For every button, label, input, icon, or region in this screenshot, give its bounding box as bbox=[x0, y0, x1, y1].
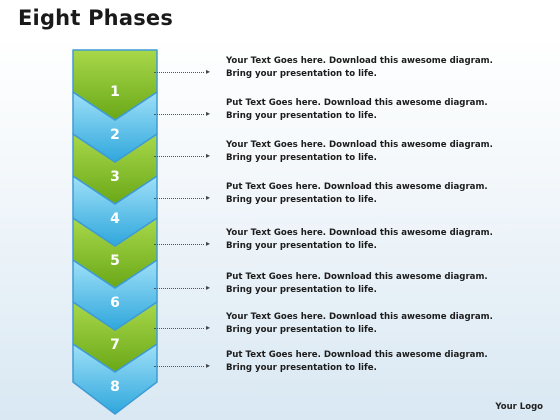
title-band bbox=[0, 0, 560, 42]
chevron-stack: 1 2 3 4 5 6 7 8 bbox=[72, 49, 158, 415]
phase-text-line: Put Text Goes here. Download this awesom… bbox=[226, 182, 488, 192]
connector-arrow-6: ▸ bbox=[154, 284, 210, 292]
phase-text-6: Put Text Goes here. Download this awesom… bbox=[226, 271, 546, 297]
phase-number-4: 4 bbox=[110, 211, 120, 227]
connector-arrow-4: ▸ bbox=[154, 194, 210, 202]
connector-arrow-3: ▸ bbox=[154, 152, 210, 160]
arrow-right-icon: ▸ bbox=[205, 67, 210, 76]
connector-arrow-2: ▸ bbox=[154, 110, 210, 118]
connector-arrow-8: ▸ bbox=[154, 362, 210, 370]
chevron-segment-1 bbox=[72, 49, 158, 121]
phase-text-line: Bring your presentation to life. bbox=[226, 241, 377, 251]
phase-number-6: 6 bbox=[110, 295, 120, 311]
phase-text-4: Put Text Goes here. Download this awesom… bbox=[226, 181, 546, 207]
phase-text-line: Bring your presentation to life. bbox=[226, 111, 377, 121]
phase-number-2: 2 bbox=[110, 127, 120, 143]
phase-number-5: 5 bbox=[110, 253, 120, 269]
arrow-right-icon: ▸ bbox=[205, 361, 210, 370]
phase-text-line: Bring your presentation to life. bbox=[226, 153, 377, 163]
phase-text-line: Put Text Goes here. Download this awesom… bbox=[226, 98, 488, 108]
phase-text-7: Your Text Goes here. Download this aweso… bbox=[226, 311, 546, 337]
phase-text-line: Your Text Goes here. Download this aweso… bbox=[226, 56, 493, 66]
arrow-right-icon: ▸ bbox=[205, 283, 210, 292]
arrow-right-icon: ▸ bbox=[205, 193, 210, 202]
phase-text-8: Put Text Goes here. Download this awesom… bbox=[226, 349, 546, 375]
phase-number-7: 7 bbox=[110, 337, 120, 353]
phase-text-line: Your Text Goes here. Download this aweso… bbox=[226, 228, 493, 238]
connector-arrow-5: ▸ bbox=[154, 240, 210, 248]
phase-text-1: Your Text Goes here. Download this aweso… bbox=[226, 55, 546, 81]
phase-text-line: Bring your presentation to life. bbox=[226, 69, 377, 79]
logo: Your Logo bbox=[495, 402, 543, 412]
phase-text-line: Bring your presentation to life. bbox=[226, 363, 377, 373]
arrow-right-icon: ▸ bbox=[205, 109, 210, 118]
phase-text-line: Bring your presentation to life. bbox=[226, 195, 377, 205]
phase-text-line: Put Text Goes here. Download this awesom… bbox=[226, 272, 488, 282]
arrow-right-icon: ▸ bbox=[205, 239, 210, 248]
phase-text-2: Put Text Goes here. Download this awesom… bbox=[226, 97, 546, 123]
phase-number-8: 8 bbox=[110, 379, 120, 395]
connector-arrow-7: ▸ bbox=[154, 324, 210, 332]
page-title: Eight Phases bbox=[18, 6, 174, 30]
phase-text-line: Put Text Goes here. Download this awesom… bbox=[226, 350, 488, 360]
phase-text-3: Your Text Goes here. Download this aweso… bbox=[226, 139, 546, 165]
phase-text-line: Bring your presentation to life. bbox=[226, 325, 377, 335]
phase-text-5: Your Text Goes here. Download this aweso… bbox=[226, 227, 546, 253]
phase-number-1: 1 bbox=[110, 84, 120, 100]
connector-arrow-1: ▸ bbox=[154, 68, 210, 76]
phase-number-3: 3 bbox=[110, 169, 120, 185]
arrow-right-icon: ▸ bbox=[205, 151, 210, 160]
phase-text-line: Your Text Goes here. Download this aweso… bbox=[226, 140, 493, 150]
phase-text-line: Bring your presentation to life. bbox=[226, 285, 377, 295]
phase-text-line: Your Text Goes here. Download this aweso… bbox=[226, 312, 493, 322]
arrow-right-icon: ▸ bbox=[205, 323, 210, 332]
